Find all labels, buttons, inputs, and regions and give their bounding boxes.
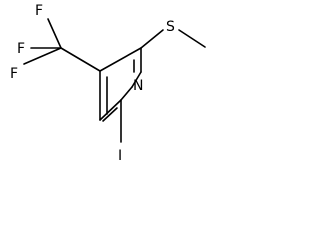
bond-cf3-f-bottom xyxy=(23,47,62,65)
atom-nitrogen: N xyxy=(133,78,143,94)
atom-fluorine-bottom: F xyxy=(10,66,18,82)
bond-s-ch3 xyxy=(178,29,206,48)
bond-c4-c5 xyxy=(99,47,142,72)
atom-iodine: I xyxy=(118,148,122,164)
atom-fluorine-left: F xyxy=(17,41,25,57)
atom-fluorine-top: F xyxy=(35,3,43,19)
bond-c6-s xyxy=(140,29,164,49)
atom-sulfur: S xyxy=(166,19,175,35)
bond-n1-c2 xyxy=(120,86,133,101)
bond-cf3-f-top xyxy=(47,18,62,49)
bond-c2-c3 xyxy=(99,99,122,121)
bond-c6-n1 xyxy=(131,71,142,88)
bond-c2-c3-inner xyxy=(102,107,118,122)
chemical-structure-diagram: F F F S N I xyxy=(10,3,206,164)
bond-c4-cf3 xyxy=(60,47,101,72)
